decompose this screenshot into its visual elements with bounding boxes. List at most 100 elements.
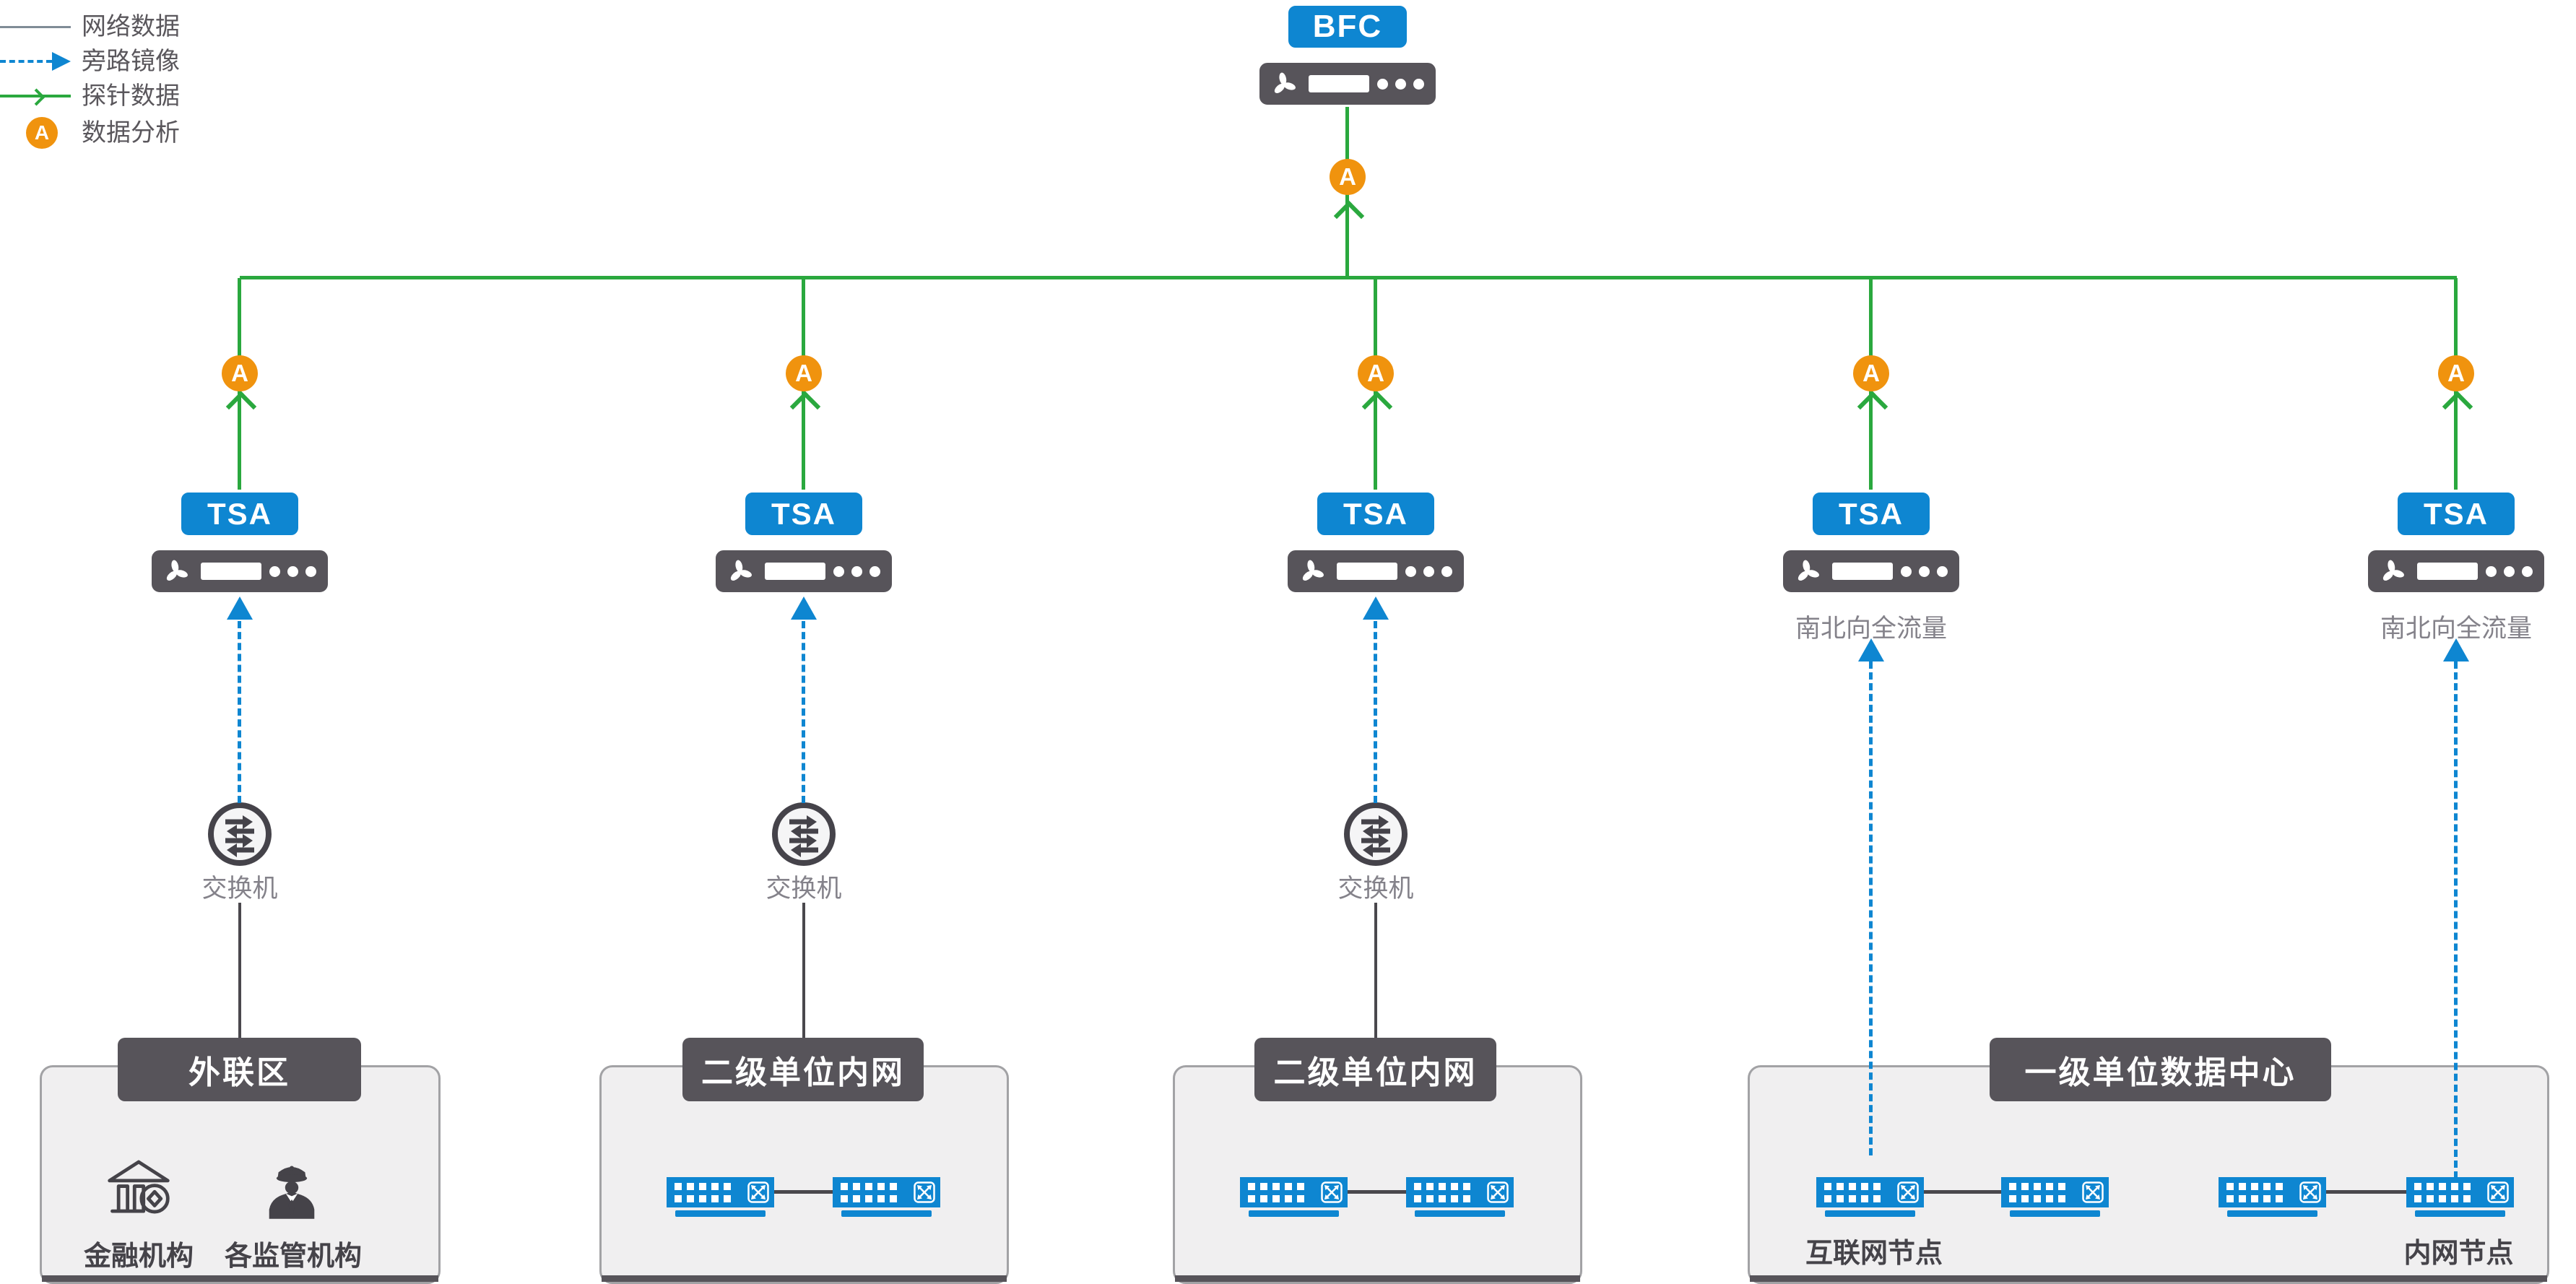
switch-icon [207,802,272,867]
network-device-icon [667,1177,774,1207]
bypass-mirror-arrowhead-icon [52,52,71,71]
zone-title: 二级单位内网 [682,1038,924,1101]
appliance-leds [1405,565,1452,577]
arrow-up-icon [1333,200,1365,232]
switch-label: 交换机 [201,875,278,903]
mirror-dashed-line [802,621,805,803]
device-shadow [1415,1210,1505,1217]
network-device-icon [2219,1177,2326,1207]
zone-link-line [1374,903,1377,1038]
node-label: 内网节点 [2403,1239,2514,1269]
mirror-arrowhead-icon [2443,638,2469,661]
device-ports [841,1183,897,1202]
device-shadow [2010,1210,2100,1217]
switch-icon [1343,802,1408,867]
zone-title: 外联区 [118,1038,361,1101]
zone-item-label: 各监管机构 [224,1241,362,1272]
device-shadow [675,1210,766,1217]
zone-link-line [238,903,241,1038]
network-device-icon [2406,1177,2514,1207]
officer-icon [269,1166,315,1219]
appliance-leds [1377,78,1424,90]
fan-icon [730,560,752,581]
flow-label: 南北向全流量 [1795,615,1947,643]
crossed-arrows-icon [2299,1181,2321,1203]
crossed-arrows-icon [1321,1181,1343,1203]
tsa-appliance-icon [2366,548,2546,594]
legend-label: 探针数据 [82,82,180,110]
appliance-panel [1832,563,1893,580]
device-ports [2414,1183,2471,1202]
crossed-arrows-icon [1487,1181,1509,1203]
device-shadow [1249,1210,1339,1217]
zone-item-label: 金融机构 [83,1241,194,1272]
tsa-appliance-icon [1285,548,1466,594]
zone-title: 一级单位数据中心 [1990,1038,2331,1101]
tsa-label-pill: TSA [1810,490,1933,538]
appliance-leds [2486,565,2533,577]
analysis-badge-icon: A [222,355,258,391]
appliance-leds [269,565,316,577]
crossed-arrows-icon [747,1181,769,1203]
zone-body [1748,1065,2549,1284]
device-link-line [1924,1190,2001,1194]
arrow-up-icon [225,391,257,422]
tsa-label-pill: TSA [2395,490,2518,538]
network-device-icon [833,1177,940,1207]
crossed-arrows-icon [1897,1181,1919,1203]
arrow-up-icon [1361,391,1393,422]
appliance-panel [1337,563,1397,580]
mirror-dashed-line [2454,661,2458,1179]
device-shadow [1825,1210,1915,1217]
zone-link-line [802,903,805,1038]
bypass-mirror-arrow-icon [0,60,52,63]
mirror-arrowhead-icon [1858,638,1884,661]
appliance-panel [765,563,825,580]
switch-label: 交换机 [1337,875,1414,903]
flow-label: 南北向全流量 [2380,615,2532,643]
crossed-arrows-icon [2487,1181,2509,1203]
legend-label: 网络数据 [82,13,180,40]
mirror-arrowhead-icon [791,597,817,620]
switch-label: 交换机 [766,875,842,903]
analysis-badge-icon: A [1358,355,1394,391]
network-device-icon [1406,1177,1514,1207]
tsa-appliance-icon [149,548,330,594]
network-device-icon [2001,1177,2109,1207]
zone-body [1173,1065,1582,1284]
arrow-up-icon [1857,391,1888,422]
bank-icon [108,1160,170,1214]
probe-data-chevron-icon [27,88,45,106]
appliance-panel [201,563,261,580]
tsa-label-pill: TSA [742,490,865,538]
fan-icon [1274,72,1296,94]
device-ports [2226,1183,2283,1202]
device-ports [1248,1183,1304,1202]
fan-icon [2382,560,2404,581]
device-ports [1824,1183,1881,1202]
device-shadow [841,1210,932,1217]
mirror-dashed-line [238,621,241,803]
device-link-line [2326,1190,2406,1194]
analysis-badge-icon: A [786,355,822,391]
analysis-badge-icon: A [26,117,58,149]
zone-title: 二级单位内网 [1254,1038,1496,1101]
arrow-up-icon [2442,391,2473,422]
mirror-dashed-line [1374,621,1377,803]
appliance-panel [1309,75,1369,92]
device-link-line [774,1190,833,1194]
switch-icon [771,802,836,867]
device-shadow [2415,1210,2505,1217]
legend-label: 旁路镜像 [82,48,180,75]
device-ports [2009,1183,2065,1202]
appliance-panel [2417,563,2478,580]
appliance-leds [1901,565,1948,577]
tsa-appliance-icon [714,548,894,594]
arrow-up-icon [789,391,821,422]
fan-icon [166,560,188,581]
fan-icon [1302,560,1324,581]
crossed-arrows-icon [2082,1181,2104,1203]
network-data-line-icon [0,26,71,28]
tsa-appliance-icon [1781,548,1961,594]
device-ports [1414,1183,1470,1202]
